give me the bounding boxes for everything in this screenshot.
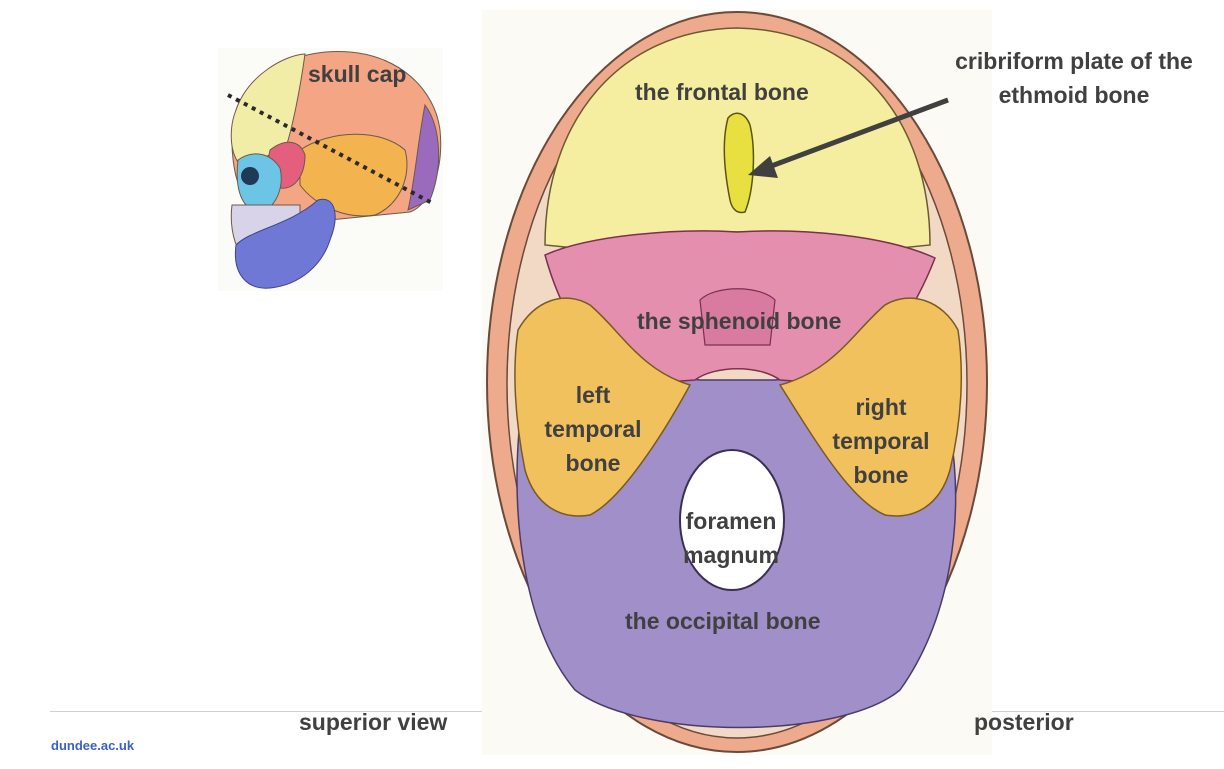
cribriform-label: cribriform plate of the ethmoid bone [943,44,1205,112]
left-temporal-region [514,297,692,517]
sphenoid-bone-label: the sphenoid bone [637,308,842,334]
cribriform-plate [723,112,755,214]
footer-divider-right [992,711,1224,712]
right-temporal-region [778,297,963,517]
cribriform-label-line1: cribriform plate of the [955,48,1193,74]
skull-base-image [482,10,992,755]
foramen-magnum-label: foramen magnum [666,504,796,572]
foramen-magnum-line2: magnum [683,542,779,568]
skull-cap-cut-line [227,93,435,206]
skull-cap-label: skull cap [308,61,407,87]
left-temporal-label: left temporal bone [530,378,656,480]
occipital-bone-label: the occipital bone [625,608,821,634]
left-temporal-line1: left [575,382,611,408]
right-temporal-line3: bone [853,462,909,488]
cribriform-label-line2: ethmoid bone [998,82,1150,108]
sella-turcica [699,288,776,346]
brand-link[interactable]: dundee.ac.uk [51,738,135,753]
posterior-caption: posterior [974,709,1074,735]
right-temporal-line2: temporal [832,428,930,454]
lateral-occipital [407,103,440,211]
left-temporal-line2: temporal [544,416,642,442]
lateral-frontal [230,53,306,166]
superior-view-caption: superior view [299,709,448,735]
frontal-bone-label: the frontal bone [635,79,809,105]
left-temporal-line3: bone [565,450,621,476]
footer-divider-left [50,711,482,712]
foramen-magnum-opening [679,449,785,591]
lateral-skull-image [218,48,443,291]
lateral-mandible [234,198,336,289]
right-temporal-label: right temporal bone [818,390,944,492]
foramen-magnum-line1: foramen [685,508,777,534]
right-temporal-line1: right [855,394,907,420]
cribriform-arrow [748,97,949,178]
lateral-orbit [241,167,259,185]
